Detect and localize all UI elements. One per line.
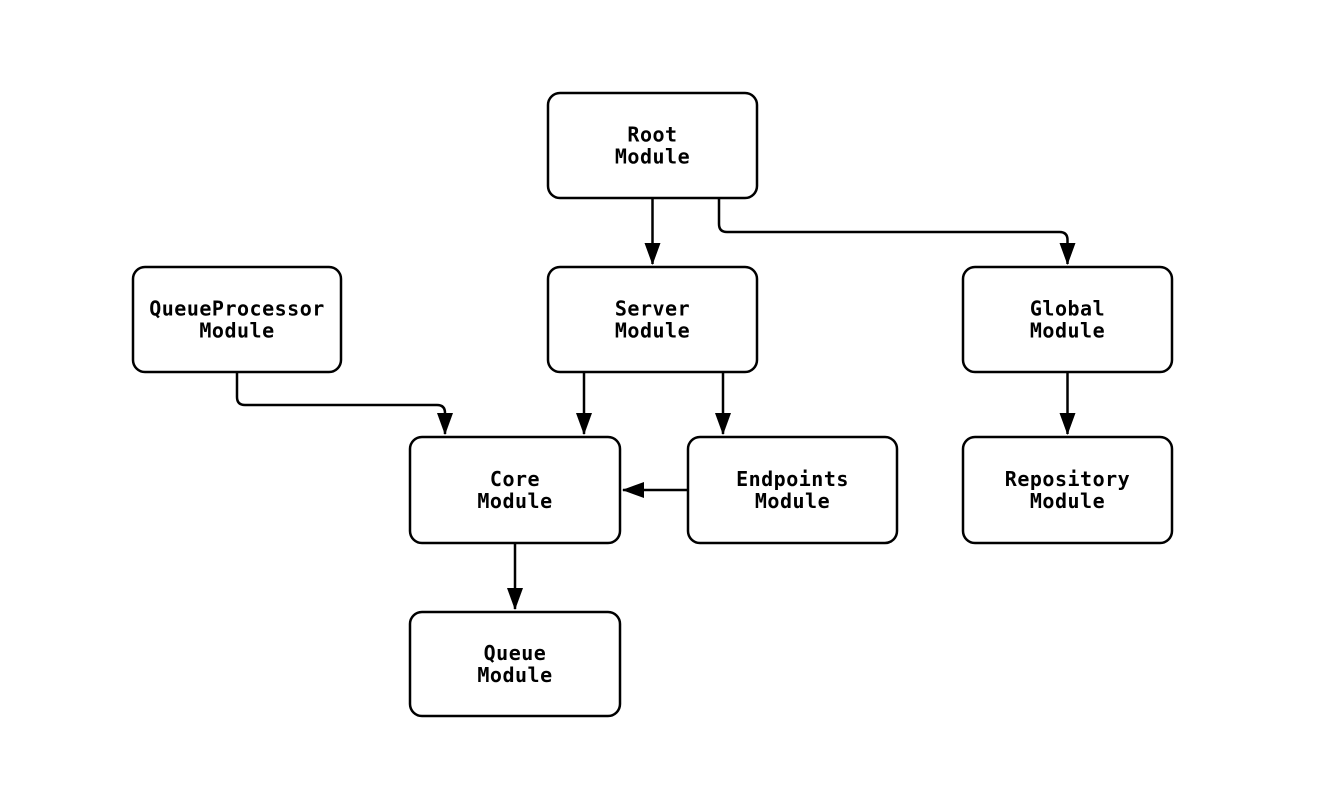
node-global-module-box — [961, 265, 1174, 374]
node-endpoints-module: Endpoints Module — [686, 435, 899, 545]
node-repository-module-label-line2: Module — [1030, 489, 1105, 513]
node-queueprocessor-module-label-line2: Module — [199, 319, 274, 343]
node-core-module-box — [408, 435, 622, 545]
node-core-module: Core Module — [408, 435, 622, 545]
edge-root-to-global — [717, 198, 1076, 265]
node-server-module-label-line1: Server — [615, 297, 690, 321]
node-global-module-label-line1: Global — [1030, 297, 1105, 321]
node-global-module: Global Module — [961, 265, 1174, 374]
node-queueprocessor-module-box — [131, 265, 343, 374]
node-queue-module-label-line2: Module — [477, 663, 552, 687]
node-queueprocessor-module: QueueProcessor Module — [131, 265, 343, 374]
node-endpoints-module-label-line1: Endpoints — [736, 467, 849, 491]
node-server-module: Server Module — [546, 265, 759, 374]
node-server-module-label-line2: Module — [615, 319, 690, 343]
node-root-module: Root Module — [546, 91, 759, 200]
diagram-edges — [235, 198, 1076, 610]
node-global-module-label-line2: Module — [1030, 319, 1105, 343]
node-repository-module-box — [961, 435, 1174, 545]
node-queue-module: Queue Module — [408, 610, 622, 718]
node-core-module-label-line1: Core — [490, 467, 540, 491]
node-root-module-label-line1: Root — [627, 123, 677, 147]
node-repository-module: Repository Module — [961, 435, 1174, 545]
edge-queueprocessor-to-core — [235, 372, 453, 435]
node-core-module-label-line2: Module — [477, 489, 552, 513]
node-endpoints-module-box — [686, 435, 899, 545]
node-queue-module-box — [408, 610, 622, 718]
node-repository-module-label-line1: Repository — [1005, 467, 1130, 491]
node-root-module-label-line2: Module — [615, 145, 690, 169]
node-endpoints-module-label-line2: Module — [755, 489, 830, 513]
node-root-module-box — [546, 91, 759, 200]
node-queueprocessor-module-label-line1: QueueProcessor — [149, 297, 325, 321]
node-server-module-box — [546, 265, 759, 374]
node-queue-module-label-line1: Queue — [484, 641, 547, 665]
